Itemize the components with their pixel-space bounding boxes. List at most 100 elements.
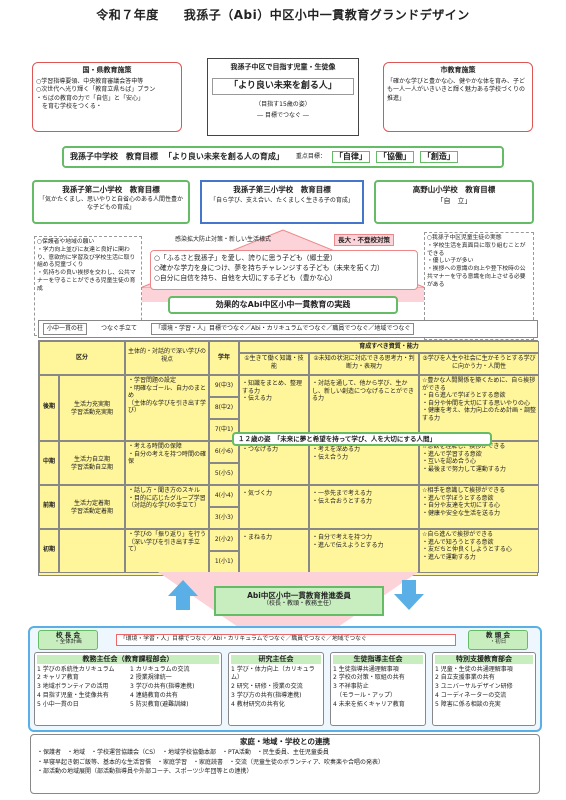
grade-cell: 8(中2)	[209, 397, 239, 419]
curriculum-item: 5 小中一貫の日	[37, 700, 79, 708]
header-a3: ③学びを人生や社会に生かそうとする学びに向かう力・人間性	[419, 353, 539, 375]
jhs-focus-1: 「自律」	[331, 151, 370, 163]
center-goal-heading: 我孫子中区で目指す児童・生徒像	[230, 63, 336, 71]
principals-name: 校 長 会	[55, 631, 81, 639]
active-cell: ・学習問題の設定 ・明確なゴール、自力のまとめ （主体的な学びを引き出す学び）	[125, 375, 209, 441]
a2-cell: ・自分で考えを持つ力 ・進んで伝えようとする力	[309, 529, 419, 573]
links-row: 小中一貫の柱 つなぐ手立て 「環境・学習・人」目標でつなぐ／Abi・カリキュラム…	[38, 320, 538, 338]
center-child-1: ○「ふるさと我孫子」を愛し、誇りに思う子ども（郷土愛）	[154, 254, 337, 262]
grade-cell: 4(小4)	[209, 485, 239, 507]
curriculum-item: 3 地域ボランティアの活用	[37, 683, 109, 691]
guidance-item: 4 未来を拓くキャリア教育	[333, 700, 405, 708]
left-notes: ○保護者や地域の願い・学力向上並びに友達と良好に関わり、意欲的に学習及び学校生活…	[34, 236, 142, 336]
national-item: ・ちばの教育の力で「自信」と「安心」	[36, 94, 145, 102]
left-note: ・気持ちの良い挨拶を交わし、公共マナーを守ることができる児童生徒の育成	[37, 270, 136, 292]
nagadai-label: 長大・不登校対策	[334, 234, 394, 247]
special-item: 5 障害に係る相談の充実	[435, 700, 501, 708]
center-child-3: ○自分に自信を持ち、自他を大切にする子ども（豊かな心）	[154, 273, 337, 282]
curriculum-item: 4 目指す児童・生徒像共有	[37, 691, 109, 699]
a2-cell: ・一歩先まで考える力 ・伝え合おうとする力	[309, 485, 419, 529]
jhs-focus-3: 「創造」	[419, 151, 458, 163]
national-list: ○学習指導要領、中央教育審議会答申等○次世代へ光り輝く「教育立県ちば」プラン・ち…	[36, 78, 178, 112]
national-policy-box: 国・県教育施策 ○学習指導要領、中央教育審議会答申等○次世代へ光り輝く「教育立県…	[32, 62, 182, 132]
center-goal-main: 「より良い未来を創る人」	[212, 77, 354, 95]
phase-name: 中期	[39, 441, 59, 485]
committee-members: （校長・教頭・教務主任）	[262, 600, 335, 608]
research-item: 4 教材研究の共有化	[231, 700, 285, 708]
left-arrow-icon	[168, 580, 198, 610]
a3-cell: ☆自ら進んで挨拶ができる ・進んで知ろうとする意欲 ・友だちと仲良くしようとする…	[419, 529, 539, 573]
es2-goal-box: 我孫子第二小学校 教育目標 「気かたくまし、思いやりと自省心のある人間性豊かな子…	[32, 180, 190, 224]
vice-sub: ・初日	[489, 639, 507, 646]
header-grade: 学年	[209, 341, 239, 375]
bottom-chain: 「環境・学習・人」目標でつなぐ／Abi・カリキュラムでつなぐ／職員でつなぐ／地域…	[116, 634, 456, 646]
center-goal-box: 我孫子中区で目指す児童・生徒像 「より良い未来を創る人」 （目指す15歳の姿） …	[207, 58, 359, 136]
special-item: 4 コーディネーターの交流	[435, 691, 507, 699]
a3-cell: ☆豊かな人間関係を築くために、自ら挨拶ができる ・自ら進んで学ぼうとする意欲 ・…	[419, 375, 539, 441]
guidance-heading: 生徒指導主任会	[333, 655, 423, 664]
a2-cell: ・考えを深める力 ・伝え合う力	[309, 441, 419, 485]
header-abilities: 育成すべき資質・能力	[239, 341, 539, 353]
header-a2: ②未知の状況に対応できる思考力・判断力・表現力	[309, 353, 419, 375]
left-notes-list: ○保護者や地域の願い・学力向上並びに友達と良好に関わり、意欲的に学習及び学校生活…	[37, 239, 139, 294]
phase-label: 生活力充実期 学習活動充実期	[59, 375, 125, 441]
right-note: ・優しい子が多い	[427, 258, 474, 265]
vice-box: 教 頭 会 ・初日	[468, 630, 528, 650]
right-note: ・挨拶への意識の向上や登下校時の公共マナーを守る意識を向上させる必要がある	[427, 266, 526, 288]
phase-label	[59, 529, 125, 573]
special-item: 3 ユニバーサルデザイン研修	[435, 683, 513, 691]
research-item: 2 研究・研修・授業の交流	[231, 683, 303, 691]
jhs-goal: 「より良い未来を創る人の育成」	[164, 152, 284, 161]
curriculum-item: 3 学びの共有(指導連携)	[130, 683, 195, 691]
chain-label: 「環境・学習・人」目標でつなぐ／Abi・カリキュラムでつなぐ／職員でつなぐ／地域…	[151, 323, 415, 335]
special-item: 2 自立支援事業の共有	[435, 674, 495, 682]
curriculum-item: 4 連絡教育の共有	[130, 691, 178, 699]
phase-label: 生活力定着期 学習活動定着期	[59, 485, 125, 529]
principals-box: 校 長 会 ・全体計画	[38, 630, 98, 650]
community-heading: 家庭・地域・学校との連携	[240, 737, 330, 746]
center-children-box: ○「ふるさと我孫子」を愛し、誇りに思う子ども（郷土愛） ○確かな学力を身につけ、…	[150, 250, 418, 290]
active-cell: ・学びの「振り返り」を行う（深い学びを引き出す手立て）	[125, 529, 209, 573]
practice-banner: 効果的なAbi中区小中一貫教育の実践	[168, 296, 398, 314]
curriculum-item: 1 カリキュラムの交流	[130, 665, 190, 673]
curriculum-item: 1 学びの系統性カリキュラム	[37, 665, 115, 673]
guidance-item: （モラール・アップ）	[333, 691, 397, 699]
grade-table: 区分 主体的・対話的で深い学びの視点 学年 育成すべき資質・能力 ①生きて働く知…	[38, 340, 539, 576]
principals-sub: ・全体計画	[54, 639, 82, 646]
jhs-goal-box: 我孫子中学校 教育目標 「より良い未来を創る人の育成」 重点目標： 「自律」 「…	[62, 146, 504, 168]
a3-cell: ☆意欲を理解し、挨拶ができる ・進んで学習する意欲 ・互いを認め合う心 ・最後ま…	[419, 441, 539, 485]
page-title: 令和７年度 我孫子（Abi）中区小中一貫教育グランドデザイン	[96, 8, 470, 22]
research-heading: 研究主任会	[231, 655, 321, 664]
grade-cell: 5(小5)	[209, 463, 239, 485]
city-text: 「確かな学びと豊かな心、健やかな体を育み、子ども一人一人がいきいきと輝く魅力ある…	[387, 77, 526, 102]
left-note: ・学力向上並びに友達と良好に関わり、意欲的に学習及び学校生活に取り組める児童づく…	[37, 246, 136, 269]
curriculum-heading: 教務主任会（教育課程部会）	[37, 655, 219, 664]
curriculum-item: 2 キャリア教育	[37, 674, 79, 682]
right-notes-list: ○我孫子中区児童生徒の実態・学校生活を真面目に取り組むことができる・優しい子が多…	[427, 235, 531, 290]
special-item: 1 児童・生徒の共通理解事項	[435, 665, 513, 673]
left-note: ○保護者や地域の願い	[37, 239, 95, 245]
special-heading: 特別支援教育部会	[435, 655, 533, 664]
research-item: 1 学び・体力向上（カリキュラム）	[231, 665, 315, 682]
national-item: を育む学校をつくる・	[36, 102, 102, 110]
vice-name: 教 頭 会	[485, 631, 511, 639]
pillar-label: 小中一貫の柱	[43, 323, 88, 335]
header-division: 区分	[39, 341, 125, 375]
national-item: ○次世代へ光り輝く「教育立県ちば」プラン	[36, 86, 156, 94]
takanoyama-goal-box: 高野山小学校 教育目標 「自 立」	[374, 180, 534, 224]
a1-cell: ・つなげる力	[239, 441, 309, 485]
center-child-2: ○確かな学力を身につけ、夢を持ちチャレンジする子ども（未来を拓く力）	[154, 263, 384, 272]
guidance-item: 2 学校の対策・取組の共有	[333, 674, 405, 682]
center-goal-sub2: ― 目標でつなぐ ―	[257, 111, 309, 119]
jhs-focus-label: 重点目標：	[295, 153, 326, 161]
grade-cell: 9(中3)	[209, 375, 239, 397]
right-arrow-icon	[394, 580, 424, 610]
phase-name: 後期	[39, 375, 59, 441]
